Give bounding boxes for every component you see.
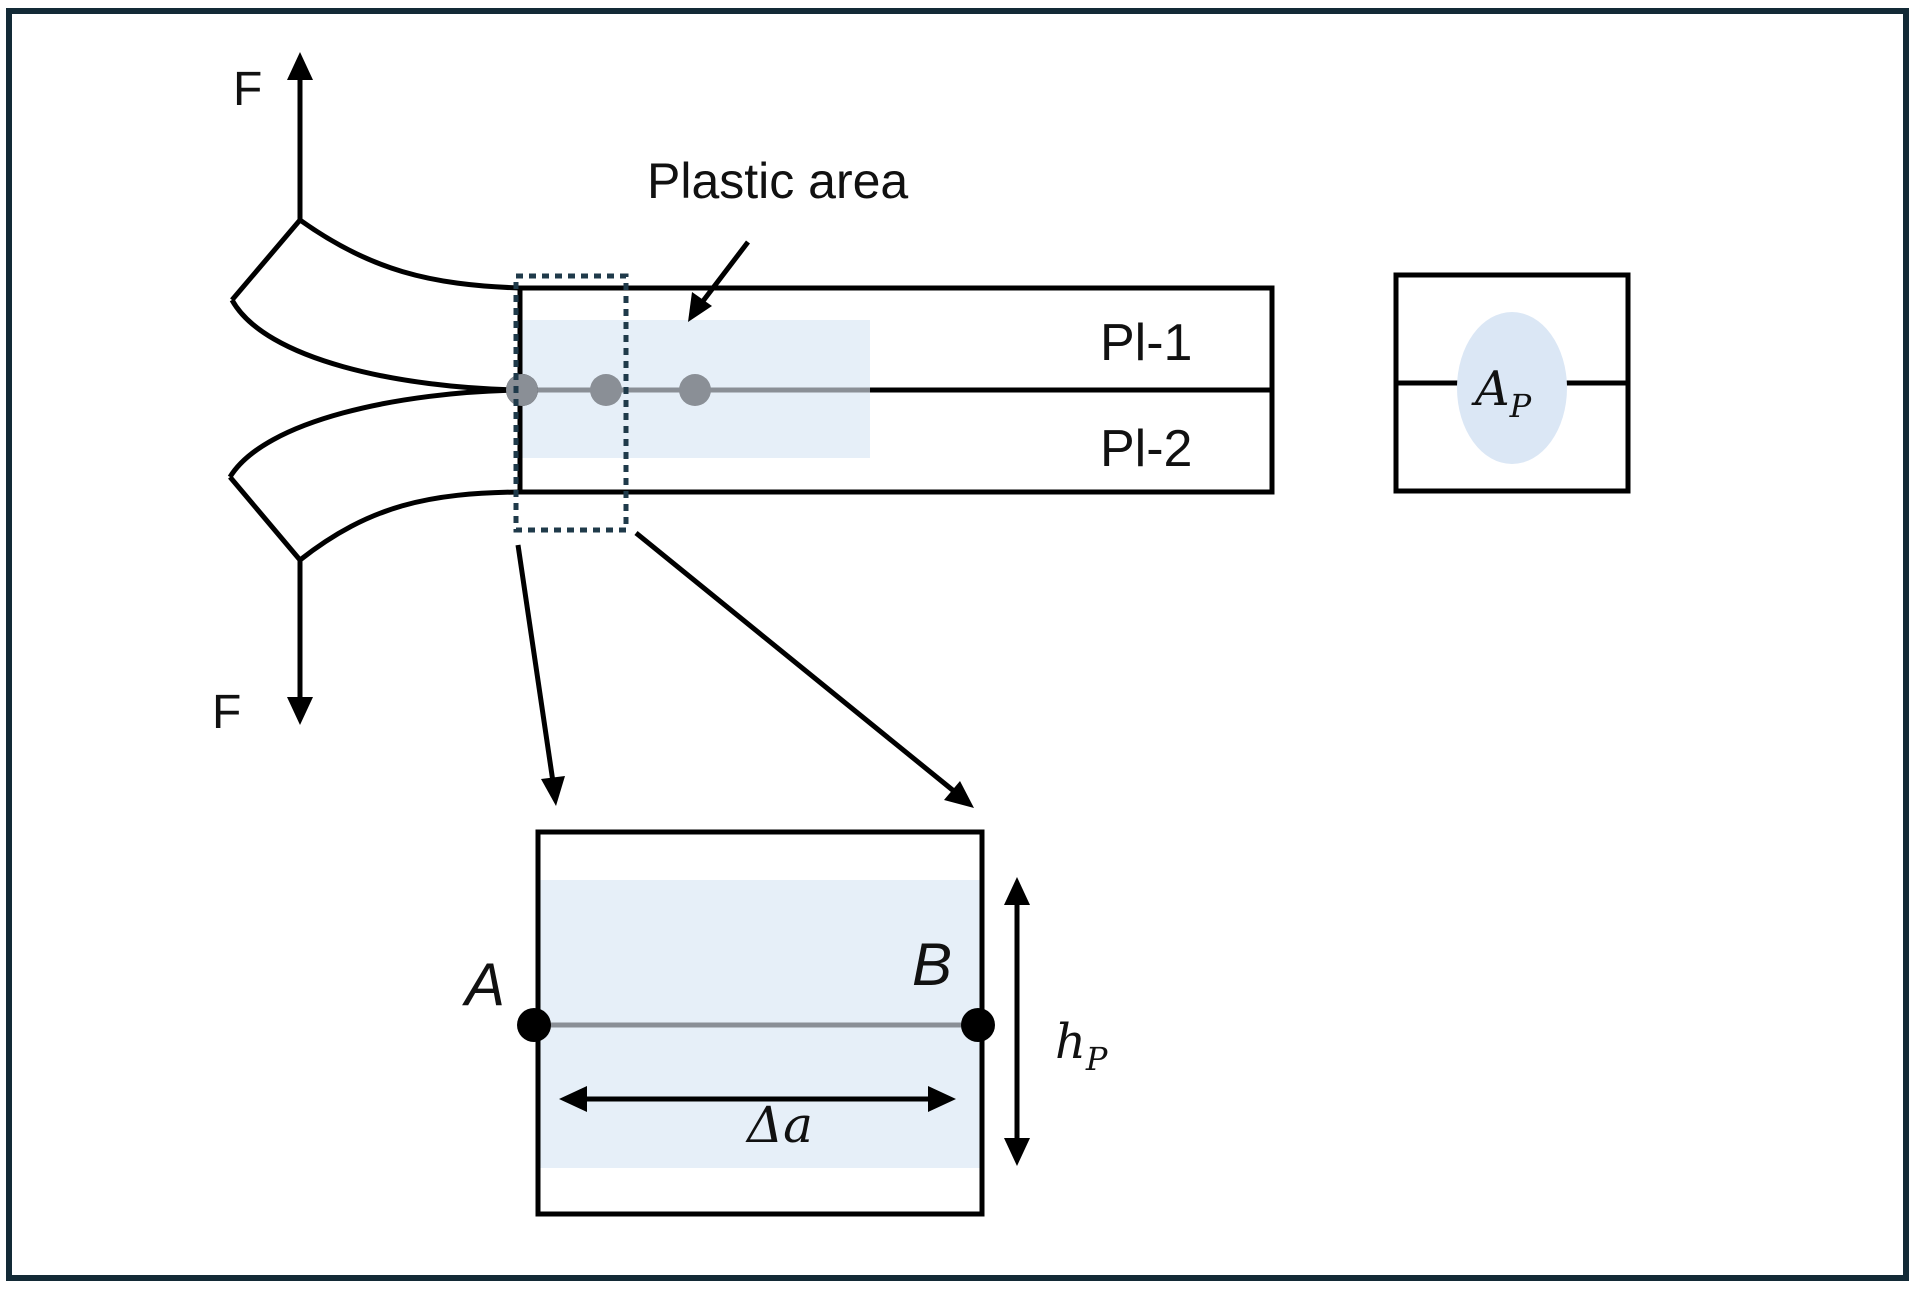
area-symbol: AP [1471,361,1532,425]
point-a-marker [517,1008,551,1042]
zoom-arrow-left [515,544,565,806]
zoom-region-box [513,273,629,533]
force-arrow-bottom [287,560,313,725]
force-arrow-top [287,52,313,220]
plate-2-label: Pl-2 [1100,420,1192,478]
upper-arm [229,217,521,393]
cross-section [1393,272,1631,494]
figure-border [6,8,1909,1281]
point-b-marker [961,1008,995,1042]
plastic-area-arrow [688,240,750,322]
force-label-top: F [233,63,262,116]
height-dimension [1004,877,1030,1166]
point-a-label: A [462,951,505,1018]
plastic-zone-ellipse [1457,312,1567,464]
zoom-arrow-right [634,531,974,808]
area-subscript: P [1509,387,1532,425]
crack-increment-dimension [559,1086,956,1112]
force-label-bottom: F [212,686,241,739]
lower-arm [227,387,521,562]
height-label: hP [1055,1014,1108,1078]
plastic-area-label: Plastic area [647,153,908,209]
crack-point-2 [506,374,538,406]
crack-increment-label: Δa [745,1096,813,1154]
crack-point-4 [679,374,711,406]
height-subscript: P [1085,1040,1108,1078]
crack-point-3 [590,374,622,406]
point-b-label: B [912,931,952,998]
plate-1-label: Pl-1 [1100,314,1192,372]
